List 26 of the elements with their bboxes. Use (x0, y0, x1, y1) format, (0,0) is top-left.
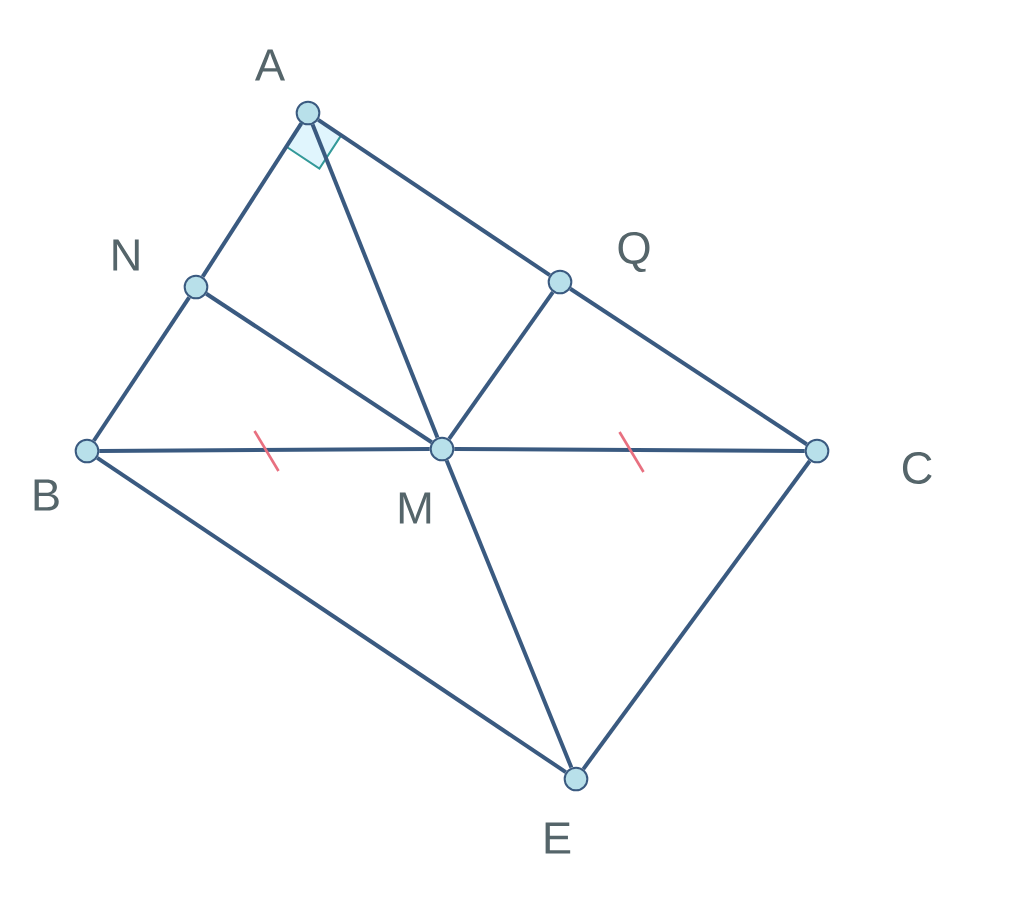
point-label: C (902, 451, 932, 485)
line-segment (201, 122, 303, 278)
line-segment (96, 456, 567, 774)
point (429, 436, 455, 462)
point (295, 100, 321, 126)
line-segment (447, 290, 555, 441)
line-segment (444, 459, 574, 769)
point-label: A (254, 49, 286, 81)
point-label: N (113, 239, 139, 271)
point (547, 269, 573, 295)
point (804, 438, 830, 464)
line-segment (454, 447, 805, 453)
point-label: E (545, 822, 571, 854)
point-label: B (34, 479, 59, 511)
line-segment (569, 287, 808, 446)
point (563, 766, 589, 792)
line-segment (581, 459, 812, 771)
point-label: Q (618, 231, 650, 273)
line-segment (205, 292, 433, 444)
point (74, 438, 100, 464)
line-segment (317, 118, 551, 277)
line-segment (99, 447, 430, 453)
point (183, 274, 209, 300)
point-label: M (399, 492, 431, 524)
line-segment (310, 123, 440, 439)
line-segment (92, 296, 191, 442)
